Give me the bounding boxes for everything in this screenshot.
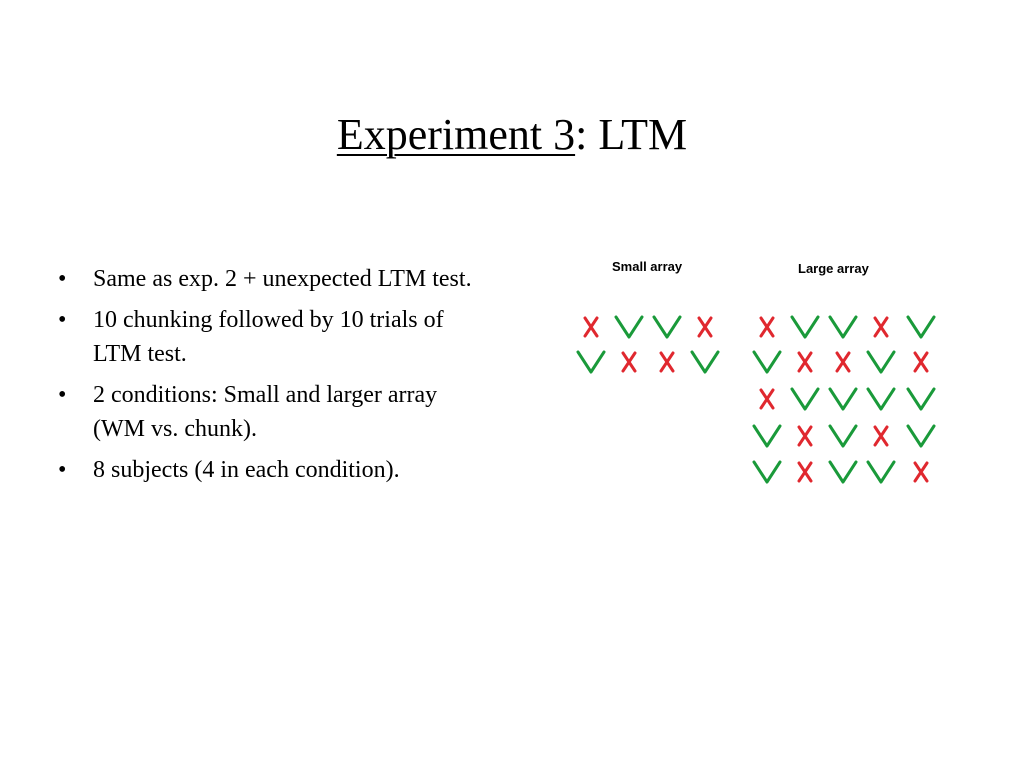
slide-title: Experiment 3: LTM — [0, 108, 1024, 162]
cross-mark-icon — [759, 388, 775, 410]
check-mark-icon — [906, 387, 936, 411]
title-underlined: Experiment 3 — [336, 110, 576, 159]
check-mark-icon — [752, 460, 782, 484]
check-mark-icon — [752, 424, 782, 448]
cross-mark-icon — [835, 351, 851, 373]
cross-mark-icon — [913, 351, 929, 373]
bullet-item: Same as exp. 2 + unexpected LTM test. — [58, 262, 488, 296]
bullet-list: Same as exp. 2 + unexpected LTM test. 10… — [58, 262, 488, 494]
check-mark-icon — [576, 350, 606, 374]
cross-mark-icon — [797, 461, 813, 483]
bullet-item: 2 conditions: Small and larger array (WM… — [58, 378, 488, 446]
cross-mark-icon — [797, 351, 813, 373]
check-mark-icon — [790, 387, 820, 411]
check-mark-icon — [906, 424, 936, 448]
cross-mark-icon — [873, 316, 889, 338]
check-mark-icon — [866, 460, 896, 484]
check-mark-icon — [866, 387, 896, 411]
cross-mark-icon — [873, 425, 889, 447]
check-mark-icon — [614, 315, 644, 339]
small-array-label: Small array — [612, 259, 683, 274]
title-rest: : LTM — [575, 110, 688, 159]
bullet-item: 8 subjects (4 in each condition). — [58, 453, 488, 487]
array-figure — [576, 315, 936, 484]
check-mark-icon — [828, 424, 858, 448]
cross-mark-icon — [697, 316, 713, 338]
bullet-item: 10 chunking followed by 10 trials of LTM… — [58, 303, 488, 371]
check-mark-icon — [828, 460, 858, 484]
check-mark-icon — [790, 315, 820, 339]
large-array-label: Large array — [798, 261, 869, 276]
check-mark-icon — [828, 315, 858, 339]
check-mark-icon — [828, 387, 858, 411]
cross-mark-icon — [913, 461, 929, 483]
cross-mark-icon — [759, 316, 775, 338]
check-mark-icon — [866, 350, 896, 374]
cross-mark-icon — [659, 351, 675, 373]
check-mark-icon — [906, 315, 936, 339]
cross-mark-icon — [797, 425, 813, 447]
cross-mark-icon — [583, 316, 599, 338]
check-mark-icon — [690, 350, 720, 374]
check-mark-icon — [752, 350, 782, 374]
check-mark-icon — [652, 315, 682, 339]
cross-mark-icon — [621, 351, 637, 373]
